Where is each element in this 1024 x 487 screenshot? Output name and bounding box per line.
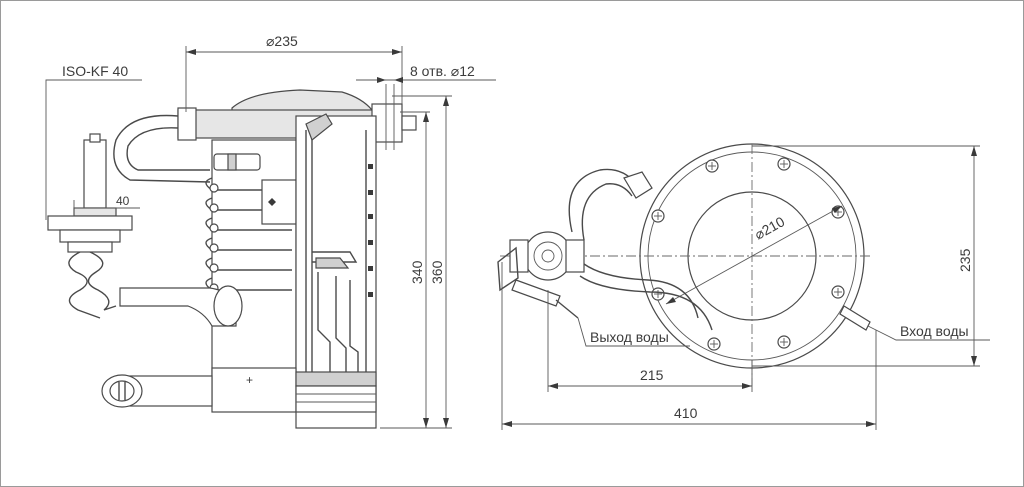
base-section bbox=[295, 371, 377, 387]
cooling-coil bbox=[205, 177, 292, 293]
side-section-view: + ISO-KF 40 40 bbox=[45, 33, 496, 429]
label-water-in: Вход воды bbox=[900, 323, 969, 339]
u-pipe bbox=[113, 114, 211, 183]
plan-bolt-holes bbox=[651, 157, 845, 351]
plan-view: ⌀210 Выход воды Вход воды 235 bbox=[497, 143, 990, 430]
label-height-inner: 340 bbox=[409, 260, 425, 284]
bolt-block-right bbox=[371, 103, 403, 143]
plan-diameter-line bbox=[665, 205, 843, 305]
iso-kf-flange bbox=[47, 133, 133, 319]
section-inner-top bbox=[305, 113, 333, 141]
plus-mark: + bbox=[246, 373, 253, 387]
label-total-width: 410 bbox=[674, 405, 698, 421]
fitting-right bbox=[401, 115, 417, 131]
section-studs bbox=[368, 164, 373, 297]
side-box bbox=[261, 179, 297, 225]
plan-pumpout-port bbox=[523, 231, 573, 281]
label-outer-diameter: ⌀235 bbox=[266, 33, 298, 49]
label-plan-height: 235 bbox=[957, 248, 973, 272]
label-flange-width: 40 bbox=[116, 194, 130, 208]
base-block bbox=[211, 367, 297, 413]
top-flange-left-end bbox=[177, 107, 197, 141]
label-flange-type: ISO-KF 40 bbox=[62, 63, 128, 79]
electrical-connector bbox=[129, 375, 213, 407]
plan-water-out-fitting bbox=[511, 279, 561, 307]
upper-fitting bbox=[213, 153, 261, 171]
label-water-out: Выход воды bbox=[590, 329, 669, 345]
plan-water-in-fitting bbox=[839, 305, 871, 331]
label-holes: 8 отв. ⌀12 bbox=[410, 63, 475, 79]
label-height-total: 360 bbox=[429, 260, 445, 284]
label-water-offset: 215 bbox=[640, 367, 664, 383]
body-outer bbox=[211, 139, 297, 381]
